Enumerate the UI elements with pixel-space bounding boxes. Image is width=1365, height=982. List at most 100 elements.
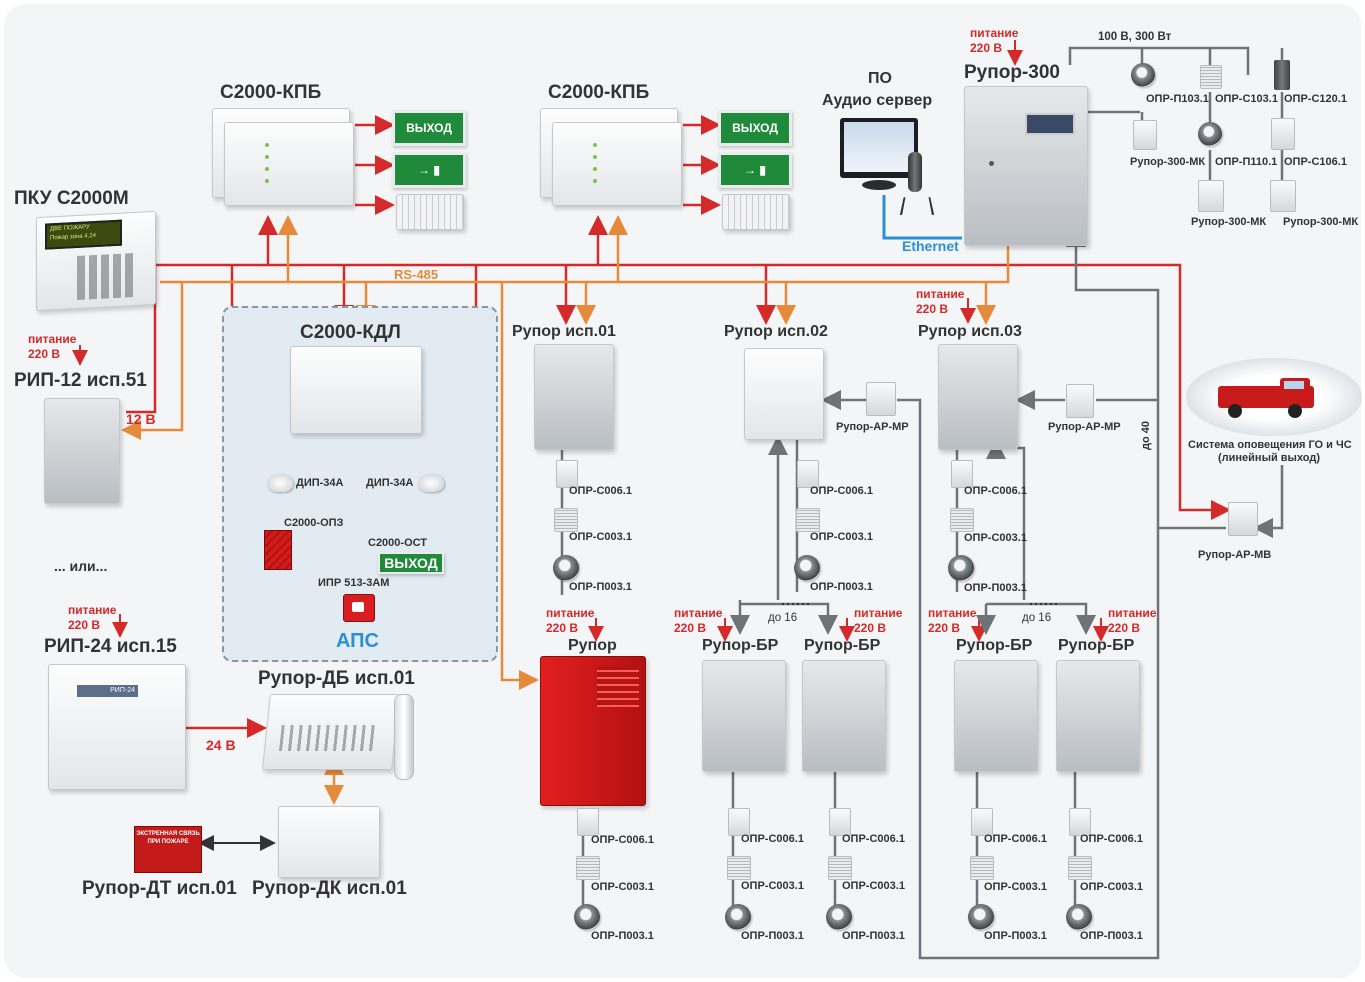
kpb1-led	[265, 167, 269, 171]
rupor02-cabinet	[744, 348, 824, 440]
lin-out-label: (линейный выход)	[1218, 452, 1321, 464]
rupor-dk-title: Рупор-ДК исп.01	[252, 878, 407, 899]
microphone-icon	[908, 152, 922, 192]
rupor-dt-title: Рупор-ДТ исп.01	[82, 878, 237, 899]
smoke-detector-icon	[267, 474, 293, 492]
speaker-icon	[725, 904, 751, 930]
kpb1-title: С2000-КПБ	[220, 82, 322, 103]
do40-label: до 40	[1140, 421, 1152, 450]
opr-s003-label: ОПР-С003.1	[984, 881, 1047, 893]
rupor300-title: Рупор-300	[964, 62, 1060, 83]
rupor01-cabinet	[534, 344, 614, 450]
speaker-icon	[1274, 60, 1290, 90]
power-label: питание	[928, 606, 977, 620]
audio-server-title: Аудио сервер	[822, 92, 933, 109]
opr-s003-label: ОПР-С003.1	[964, 532, 1027, 544]
power-220: 220 В	[916, 302, 949, 316]
opr-p003-label: ОПР-П003.1	[569, 581, 632, 593]
rip24-badge: РИП-24	[77, 685, 138, 697]
speaker-icon	[826, 904, 852, 930]
speaker-icon	[1270, 180, 1296, 212]
ar-mp-module	[1066, 384, 1094, 418]
ipr-label: ИПР 513-3АМ	[318, 577, 390, 589]
speaker-icon	[797, 460, 819, 488]
opr-s006-label: ОПР-С006.1	[591, 834, 654, 846]
opr-s003-label: ОПР-С003.1	[1080, 881, 1143, 893]
kpb1-led	[265, 179, 269, 183]
speaker-icon	[950, 508, 974, 532]
rip12-title: РИП-12 исп.51	[14, 370, 147, 391]
power-220: 220 В	[928, 621, 961, 635]
kdl-device	[290, 346, 422, 434]
opr-s003-label: ОПР-С003.1	[741, 880, 804, 892]
fire-truck-icon	[1218, 376, 1314, 418]
power-label: питание	[28, 332, 77, 346]
rupor-br-title: Рупор-БР	[1058, 637, 1135, 654]
monitor-stand	[862, 180, 896, 190]
rupor-br-cabinet	[802, 660, 886, 772]
speaker-icon	[577, 808, 599, 836]
pku-screen: ДВЕ ПОЖАРУ Пожар зона 4.24	[45, 219, 122, 250]
rupor-br-title: Рупор-БР	[956, 637, 1033, 654]
rupor-dk-device	[278, 806, 380, 878]
power-220: 220 В	[674, 621, 707, 635]
opr-s006-label: ОПР-С006.1	[984, 833, 1047, 845]
ost-exit-sign: ВЫХОД	[378, 552, 444, 574]
opr-s003-label: ОПР-С003.1	[591, 881, 654, 893]
rs485-label: RS-485	[394, 267, 439, 282]
power-220: 220 В	[1108, 621, 1141, 635]
do16b-label: до 16	[1022, 612, 1052, 624]
rupor300mk-label: Рупор-300-МК	[1130, 156, 1206, 168]
speaker-icon	[554, 508, 578, 532]
op3-module	[264, 530, 292, 570]
pku-panel: ДВЕ ПОЖАРУ Пожар зона 4.24	[36, 210, 156, 312]
opr-s003-label: ОПР-С003.1	[810, 531, 873, 543]
dip2-label: ДИП-34А	[366, 477, 414, 489]
kpb2-led	[593, 155, 597, 159]
opr-p003-label: ОПР-П003.1	[964, 582, 1027, 594]
speaker-icon	[1133, 120, 1157, 150]
rupor-br-cabinet	[954, 660, 1038, 772]
speaker-icon	[1131, 63, 1155, 87]
rupor-db-title: Рупор-ДБ исп.01	[258, 668, 415, 689]
speaker-icon	[1198, 180, 1224, 212]
rupor03-title: Рупор исп.03	[918, 323, 1022, 340]
rip12-device	[44, 398, 120, 504]
opr-p003-label: ОПР-П003.1	[984, 930, 1047, 942]
op3-label: С2000-ОПЗ	[284, 517, 344, 529]
ar-mv-module	[1228, 502, 1258, 536]
rupor300-cabinet	[964, 86, 1088, 246]
microphone-stand	[899, 197, 935, 215]
power-220: 220 В	[854, 621, 887, 635]
speaker-icon	[574, 904, 600, 930]
rupor300-display	[1025, 113, 1075, 135]
siren-device	[722, 194, 790, 230]
kpb2-led	[593, 179, 597, 183]
speaker-icon	[796, 508, 820, 532]
opr-s006-label: ОПР-С006.1	[964, 485, 1027, 497]
speaker-icon	[794, 555, 820, 581]
kpb2-title: С2000-КПБ	[548, 82, 650, 103]
rupor-br-title: Рупор-БР	[804, 637, 881, 654]
pku-keypad	[77, 252, 137, 300]
speaker-icon	[1068, 856, 1092, 880]
monitor-icon	[840, 118, 918, 178]
speaker-icon	[556, 460, 578, 488]
rupor-br-cabinet	[1056, 660, 1140, 772]
v24-label: 24 В	[206, 737, 236, 753]
rupor-db-console	[262, 694, 400, 770]
exit-sign: ВЫХОД	[718, 110, 792, 146]
kpb2-led	[593, 167, 597, 171]
speaker-icon	[1271, 118, 1295, 150]
aps-label: АПС	[336, 630, 379, 652]
handset-icon	[394, 694, 414, 780]
manual-call-point-icon	[343, 594, 375, 622]
rupor-red-cabinet	[540, 656, 646, 806]
power-label: питание	[916, 287, 965, 301]
ar-mp1-label: Рупор-АР-МР	[836, 421, 909, 433]
ethernet-label: Ethernet	[902, 238, 959, 254]
power-label: питание	[854, 606, 903, 620]
rupor-title: Рупор	[568, 637, 617, 654]
kpb1-led	[265, 155, 269, 159]
speaker-icon	[828, 856, 852, 880]
